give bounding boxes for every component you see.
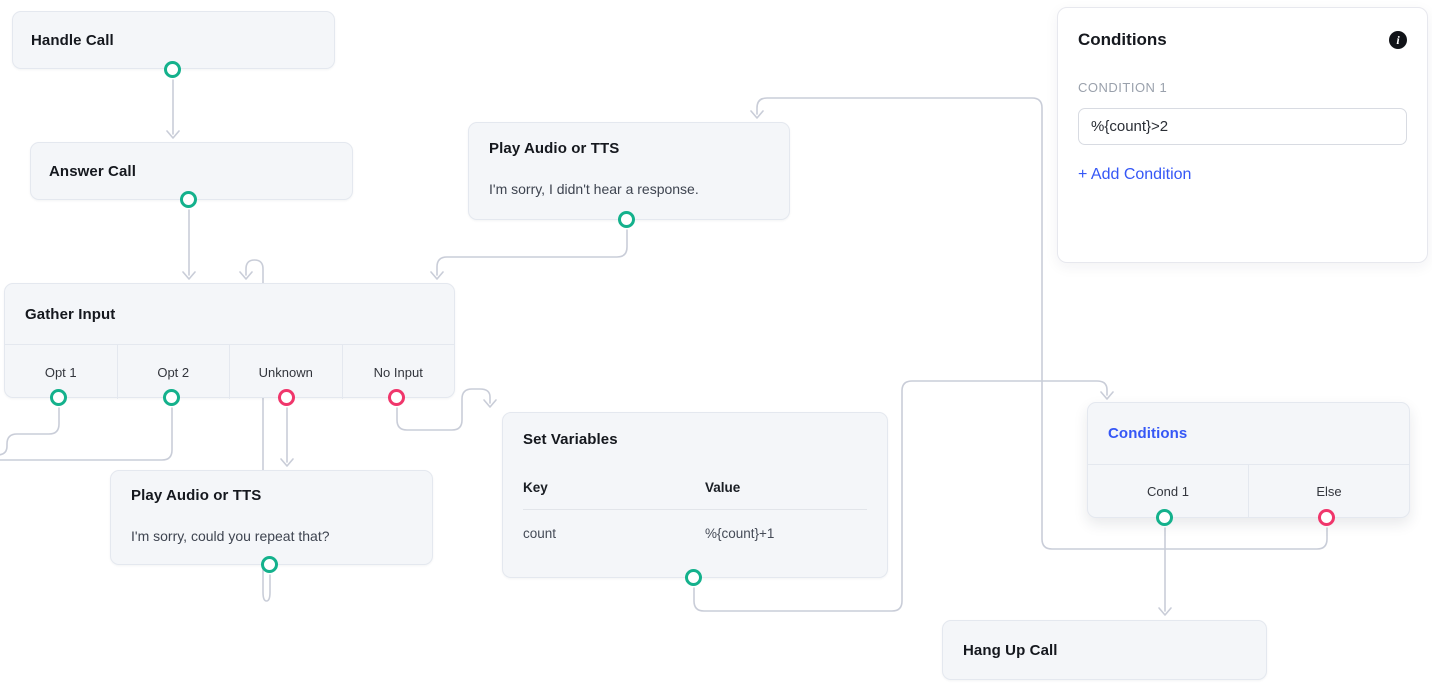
condition-input[interactable] [1078,108,1407,145]
node-title: Hang Up Call [963,641,1058,659]
node-set-variables[interactable]: Set Variables Key Value count %{count}+1 [502,412,888,578]
output-else[interactable]: Else [1248,465,1409,518]
node-message: I'm sorry, I didn't hear a response. [489,181,699,197]
gather-output-row: Opt 1 Opt 2 Unknown No Input [5,344,454,399]
node-play-audio-repeat[interactable]: Play Audio or TTS I'm sorry, could you r… [110,470,433,565]
port-out-play-audio-repeat[interactable] [261,556,278,573]
edge-answer-to-gather [182,209,196,280]
port-out-opt-1[interactable] [50,389,67,406]
edge-unknown-to-playaudio2 [280,407,294,467]
port-out-cond-1[interactable] [1156,509,1173,526]
variable-value: %{count}+1 [705,526,775,541]
output-unknown[interactable]: Unknown [229,345,342,399]
add-condition-button[interactable]: + Add Condition [1078,166,1192,183]
output-opt-1[interactable]: Opt 1 [44,364,77,380]
port-out-opt-2[interactable] [163,389,180,406]
node-answer-call[interactable]: Answer Call [30,142,353,200]
node-conditions[interactable]: Conditions Cond 1 Else [1087,402,1410,518]
column-value: Value [705,480,741,495]
node-title: Conditions [1108,425,1188,442]
output-opt-2[interactable]: Opt 2 [116,345,230,399]
port-out-handle-call[interactable] [164,61,181,78]
node-hang-up-call[interactable]: Hang Up Call [942,620,1267,680]
divider [523,509,867,510]
info-icon[interactable]: i [1389,31,1407,49]
port-out-play-audio-no-response[interactable] [618,211,635,228]
edge-setvars-to-conditions [693,380,1114,612]
node-title: Gather Input [25,305,116,323]
variables-header-row: Key Value [523,480,867,495]
conditions-properties-panel: Conditions i CONDITION 1 + Add Condition [1057,7,1428,263]
edge-opt1-out [0,407,60,456]
edge-handle-to-answer [166,79,180,139]
port-out-set-variables[interactable] [685,569,702,586]
port-out-no-input[interactable] [388,389,405,406]
column-key: Key [523,480,548,495]
node-gather-input[interactable]: Gather Input Opt 1 Opt 2 Unknown No Inpu… [4,283,455,399]
node-message: I'm sorry, could you repeat that? [131,528,330,544]
port-out-unknown[interactable] [278,389,295,406]
port-out-answer-call[interactable] [180,191,197,208]
condition-section-label: CONDITION 1 [1078,80,1168,95]
edge-noinput-to-setvars [396,388,497,431]
node-title: Play Audio or TTS [131,487,262,504]
edge-cond1-to-hangup [1158,527,1172,616]
variables-row: count %{count}+1 [523,510,867,541]
edge-playaudio2-loop-to-gather [239,259,271,602]
port-out-else[interactable] [1318,509,1335,526]
node-title: Handle Call [31,31,114,49]
edge-opt2-out [0,407,173,461]
node-play-audio-no-response[interactable]: Play Audio or TTS I'm sorry, I didn't he… [468,122,790,220]
variable-key: count [523,526,557,541]
edge-else-loop-to-playaudio1 [750,97,1328,550]
panel-title: Conditions [1078,30,1167,49]
node-title: Play Audio or TTS [489,140,620,157]
output-no-input[interactable]: No Input [341,345,455,399]
edge-playaudio1-to-gather [430,229,628,280]
node-title: Answer Call [49,162,136,180]
node-handle-call[interactable]: Handle Call [12,11,335,69]
node-title: Set Variables [523,431,618,448]
conditions-output-row: Cond 1 Else [1088,464,1409,518]
output-cond-1[interactable]: Cond 1 [1147,484,1189,499]
